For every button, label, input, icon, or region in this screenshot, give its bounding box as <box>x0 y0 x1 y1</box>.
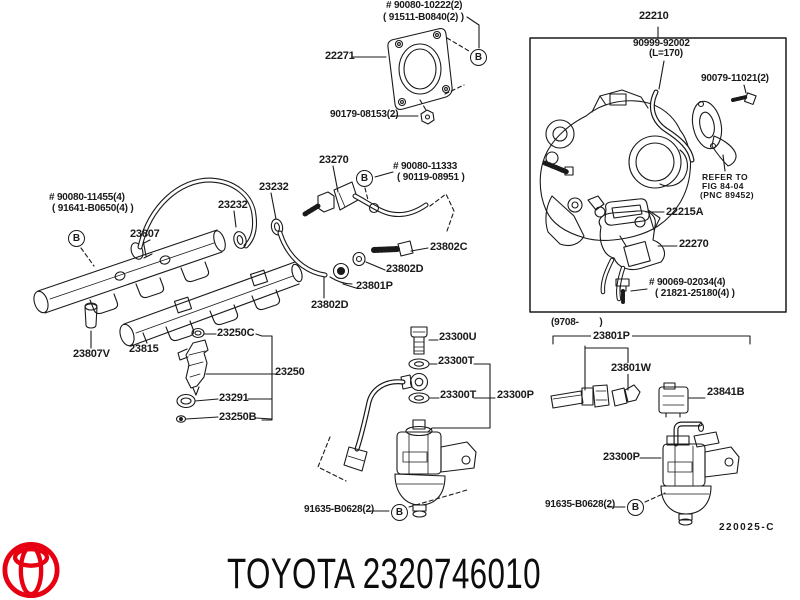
pump-drawing <box>607 421 740 526</box>
part-label-23250: 23250 <box>275 366 305 378</box>
footer-brand-part-number: TOYOTA 2320746010 <box>227 550 541 598</box>
part-label-23802D-b: 23802D <box>311 299 349 311</box>
part-label-23807: 23807 <box>130 228 160 240</box>
part-label-22215A: 22215A <box>666 206 704 218</box>
refer-note-line2: FIG 84-04 <box>702 181 744 191</box>
part-label-23300P-a: 23300P <box>497 389 534 401</box>
callout-b-pump: B <box>627 499 644 516</box>
part-label-23300T-a: 23300T <box>438 355 475 367</box>
fuel-rail-23815-drawing <box>84 261 303 349</box>
part-label-23807V: 23807V <box>73 348 110 360</box>
callout-b-rail: B <box>68 230 85 247</box>
callout-b-pipe: B <box>356 170 373 187</box>
part-label-90080-11333: # 90080-11333 <box>393 161 458 172</box>
part-label-90069-02034: # 90069-02034(4) <box>649 277 726 288</box>
fuel-pipe-drawing <box>130 165 455 278</box>
callout-b-gasket: B <box>470 49 487 66</box>
part-label-23250B: 23250B <box>219 411 257 423</box>
throttle-body-drawing <box>539 60 757 247</box>
late-production-section-drawing <box>550 335 751 418</box>
part-label-23801P-a: 23801P <box>356 280 393 292</box>
part-label-90080-11455: # 90080-11455(4) <box>49 192 125 203</box>
part-label-23841B: 23841B <box>707 386 745 398</box>
injector-drawing <box>175 327 276 423</box>
part-label-90999-length: (L=170) <box>649 48 683 59</box>
callout-b-filter: B <box>391 504 408 521</box>
part-label-23815: 23815 <box>129 343 159 355</box>
part-label-23291: 23291 <box>219 392 249 404</box>
part-label-90080-10222: # 90080-10222(2) <box>386 0 463 11</box>
drawing-code: 220025-C <box>719 522 775 533</box>
part-label-91635-B0628-a: 91635-B0628(2) <box>304 504 375 515</box>
refer-note-line1: REFER TO <box>702 172 749 182</box>
part-label-90119-08951: ( 90119-08951 ) <box>397 172 465 183</box>
part-label-90999-92002: 90999-92002 <box>633 38 690 49</box>
part-label-22270: 22270 <box>679 238 709 250</box>
part-label-90179-08153: 90179-08153(2) <box>330 109 399 120</box>
part-label-23300T-b: 23300T <box>440 389 477 401</box>
part-label-21821-25180: ( 21821-25180(4) ) <box>655 288 735 299</box>
part-label-23801W: 23801W <box>609 362 653 374</box>
part-label-23802C: 23802C <box>430 241 468 253</box>
fuel-rail-23807-drawing <box>33 229 226 315</box>
gasket-22271-drawing <box>351 16 480 125</box>
part-label-23300U: 23300U <box>439 331 477 343</box>
section-label-9708: (9708- ) <box>551 317 603 328</box>
part-label-23250C: 23250C <box>217 327 255 339</box>
toyota-logo-icon <box>2 541 60 599</box>
part-label-23232-b: 23232 <box>218 199 248 211</box>
union-bolt-drawing <box>323 240 429 299</box>
iac-valve-drawing <box>598 198 678 304</box>
throttle-body-box <box>529 26 787 313</box>
part-label-23300P-b: 23300P <box>603 451 640 463</box>
part-label-22271: 22271 <box>325 50 355 62</box>
part-label-90079-11021: 90079-11021(2) <box>701 73 769 84</box>
part-label-22210: 22210 <box>639 10 669 22</box>
part-label-23270: 23270 <box>319 154 349 166</box>
fuel-hose-filter-drawing <box>317 326 496 518</box>
part-label-23232-a: 23232 <box>259 181 289 193</box>
part-label-91635-B0628-b: 91635-B0628(2) <box>545 499 616 510</box>
refer-note-line3: (PNC 89452) <box>700 190 755 200</box>
part-label-91511-B0840: ( 91511-B0840(2) ) <box>383 12 464 23</box>
part-label-23802D-a: 23802D <box>386 263 424 275</box>
part-label-91641-B0650: ( 91641-B0650(4) ) <box>52 203 134 214</box>
part-label-23801P-b: 23801P <box>591 330 632 342</box>
